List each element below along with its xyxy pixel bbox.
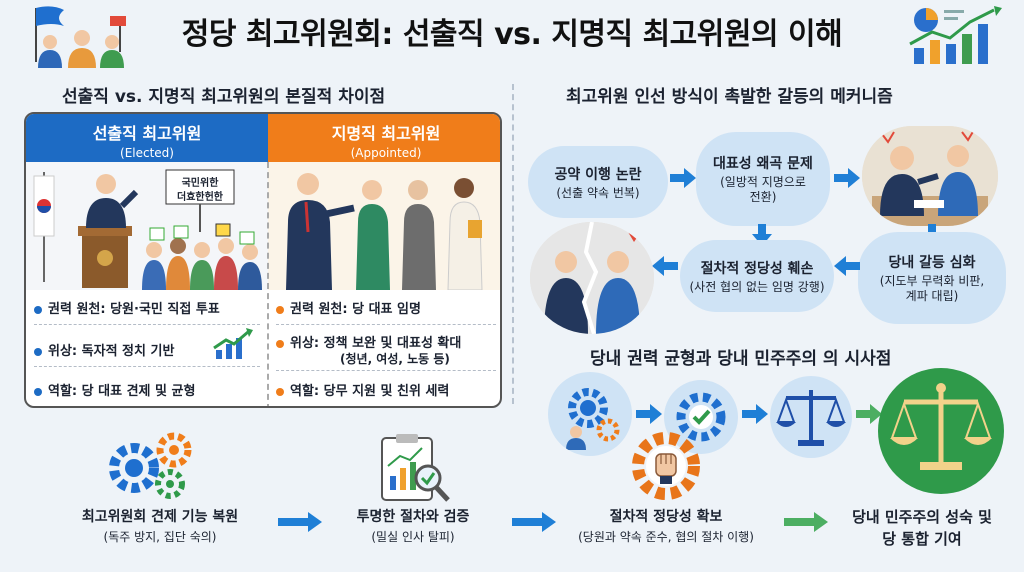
- growth-chart-icon: [213, 328, 253, 359]
- page-title: 정당 최고위원회: 선출직 vs. 지명직 최고위원의 이해: [181, 17, 843, 52]
- bottom-item-2-sub: (밀실 인사 탈피): [371, 530, 455, 544]
- balance-scale-icon: [878, 368, 1004, 494]
- bottom-item-4-title: 당내 민주주의 성숙 및: [852, 508, 992, 526]
- bottom-item-3-sub: (당원과 약속 준수, 협의 절차 이행): [578, 530, 754, 544]
- bottom-item-4-title-line2: 당 통합 기여: [882, 530, 962, 548]
- step-3-bubble: 당내 갈등 심화 (지도부 무력화 비판, 계파 대립): [858, 232, 1006, 324]
- row-separator: [34, 324, 260, 325]
- appointed-bullet-2-sub: (청년, 여성, 노동 등): [340, 352, 450, 366]
- clipboard-magnifier-icon: [381, 434, 450, 502]
- gears-icon: [109, 432, 192, 499]
- growth-chart-icon: [909, 6, 1002, 64]
- comparison-card: 선출직 최고위원 (Elected) 지명직 최고위원 (Appointed): [24, 112, 502, 408]
- step-2-bubble: 대표성 왜곡 문제 (일방적 지명으로 전환): [696, 132, 830, 226]
- arrow-right-icon: [278, 512, 322, 532]
- appointed-sub: (Appointed): [350, 146, 422, 160]
- arrow-left-icon: [834, 256, 860, 276]
- arrow-left-icon: [652, 256, 678, 276]
- arrow-right-icon: [636, 404, 662, 424]
- arrow-right-icon: [742, 404, 768, 424]
- row-separator: [276, 324, 496, 325]
- arrow-right-icon: [512, 512, 556, 532]
- broken-trust-illustration: [530, 222, 654, 334]
- appointed-illustration: [268, 162, 500, 291]
- appointed-header: 지명직 최고위원 (Appointed): [268, 114, 500, 162]
- arrow-right-icon: [670, 168, 696, 188]
- arrow-right-green-icon: [784, 512, 828, 532]
- elected-header: 선출직 최고위원 (Elected): [26, 114, 268, 162]
- elected-sub: (Elected): [120, 146, 174, 160]
- bottom-item-2-title: 투명한 절차와 검증: [356, 509, 470, 525]
- arrow-right-icon: [834, 168, 860, 188]
- gear-fist-icon: [632, 432, 700, 500]
- appointed-bullet-2: 위상: 정책 보완 및 대표성 확대: [276, 332, 461, 351]
- row-separator: [34, 366, 260, 367]
- step-4-bubble: 절차적 정당성 훼손 (사전 협의 없는 임명 강행): [680, 240, 834, 312]
- left-section-title: 선출직 vs. 지명직 최고위원의 본질적 차이점: [62, 87, 386, 107]
- arrow-right-green-icon: [856, 404, 882, 424]
- elected-bullet-1: 권력 원천: 당원·국민 직접 투표: [34, 298, 220, 317]
- flag-people-icon: [35, 6, 126, 68]
- appointed-bullet-3: 역할: 당무 지원 및 친위 세력: [276, 380, 449, 399]
- elected-label: 선출직 최고위원: [92, 124, 202, 143]
- bottom-item-3-title: 절차적 정당성 확보: [609, 509, 723, 525]
- conflict-meeting-illustration: [862, 126, 998, 226]
- bottom-item-1-sub: (독주 방지, 집단 숙의): [103, 530, 217, 544]
- column-separator: [267, 162, 269, 406]
- elected-illustration: 국민위한 더효한헌한: [26, 162, 268, 290]
- sign-text-2: 더효한헌한: [177, 192, 223, 203]
- appointed-bullet-1: 권력 원천: 당 대표 임명: [276, 298, 421, 317]
- right-section-title: 최고위원 인선 방식이 촉발한 갈등의 메커니즘: [566, 87, 893, 107]
- sign-text-1: 국민위한: [181, 178, 219, 189]
- gear-person-icon: [548, 372, 632, 456]
- bottom-item-1-title: 최고위원회 견제 기능 복원: [81, 509, 239, 525]
- implication-title: 당내 권력 균형과 당내 민주주의 의 시사점: [590, 349, 892, 369]
- arrow-down-icon: [752, 224, 772, 246]
- vertical-divider: [512, 84, 514, 404]
- step-1-bubble: 공약 이행 논란 (선출 약속 번복): [528, 146, 668, 218]
- elected-bullet-2: 위상: 독자적 정치 기반: [34, 340, 174, 359]
- appointed-label: 지명직 최고위원: [331, 124, 441, 143]
- balance-scale-icon: [770, 376, 852, 458]
- row-separator: [276, 370, 496, 371]
- elected-bullet-3: 역할: 당 대표 견제 및 균형: [34, 380, 195, 399]
